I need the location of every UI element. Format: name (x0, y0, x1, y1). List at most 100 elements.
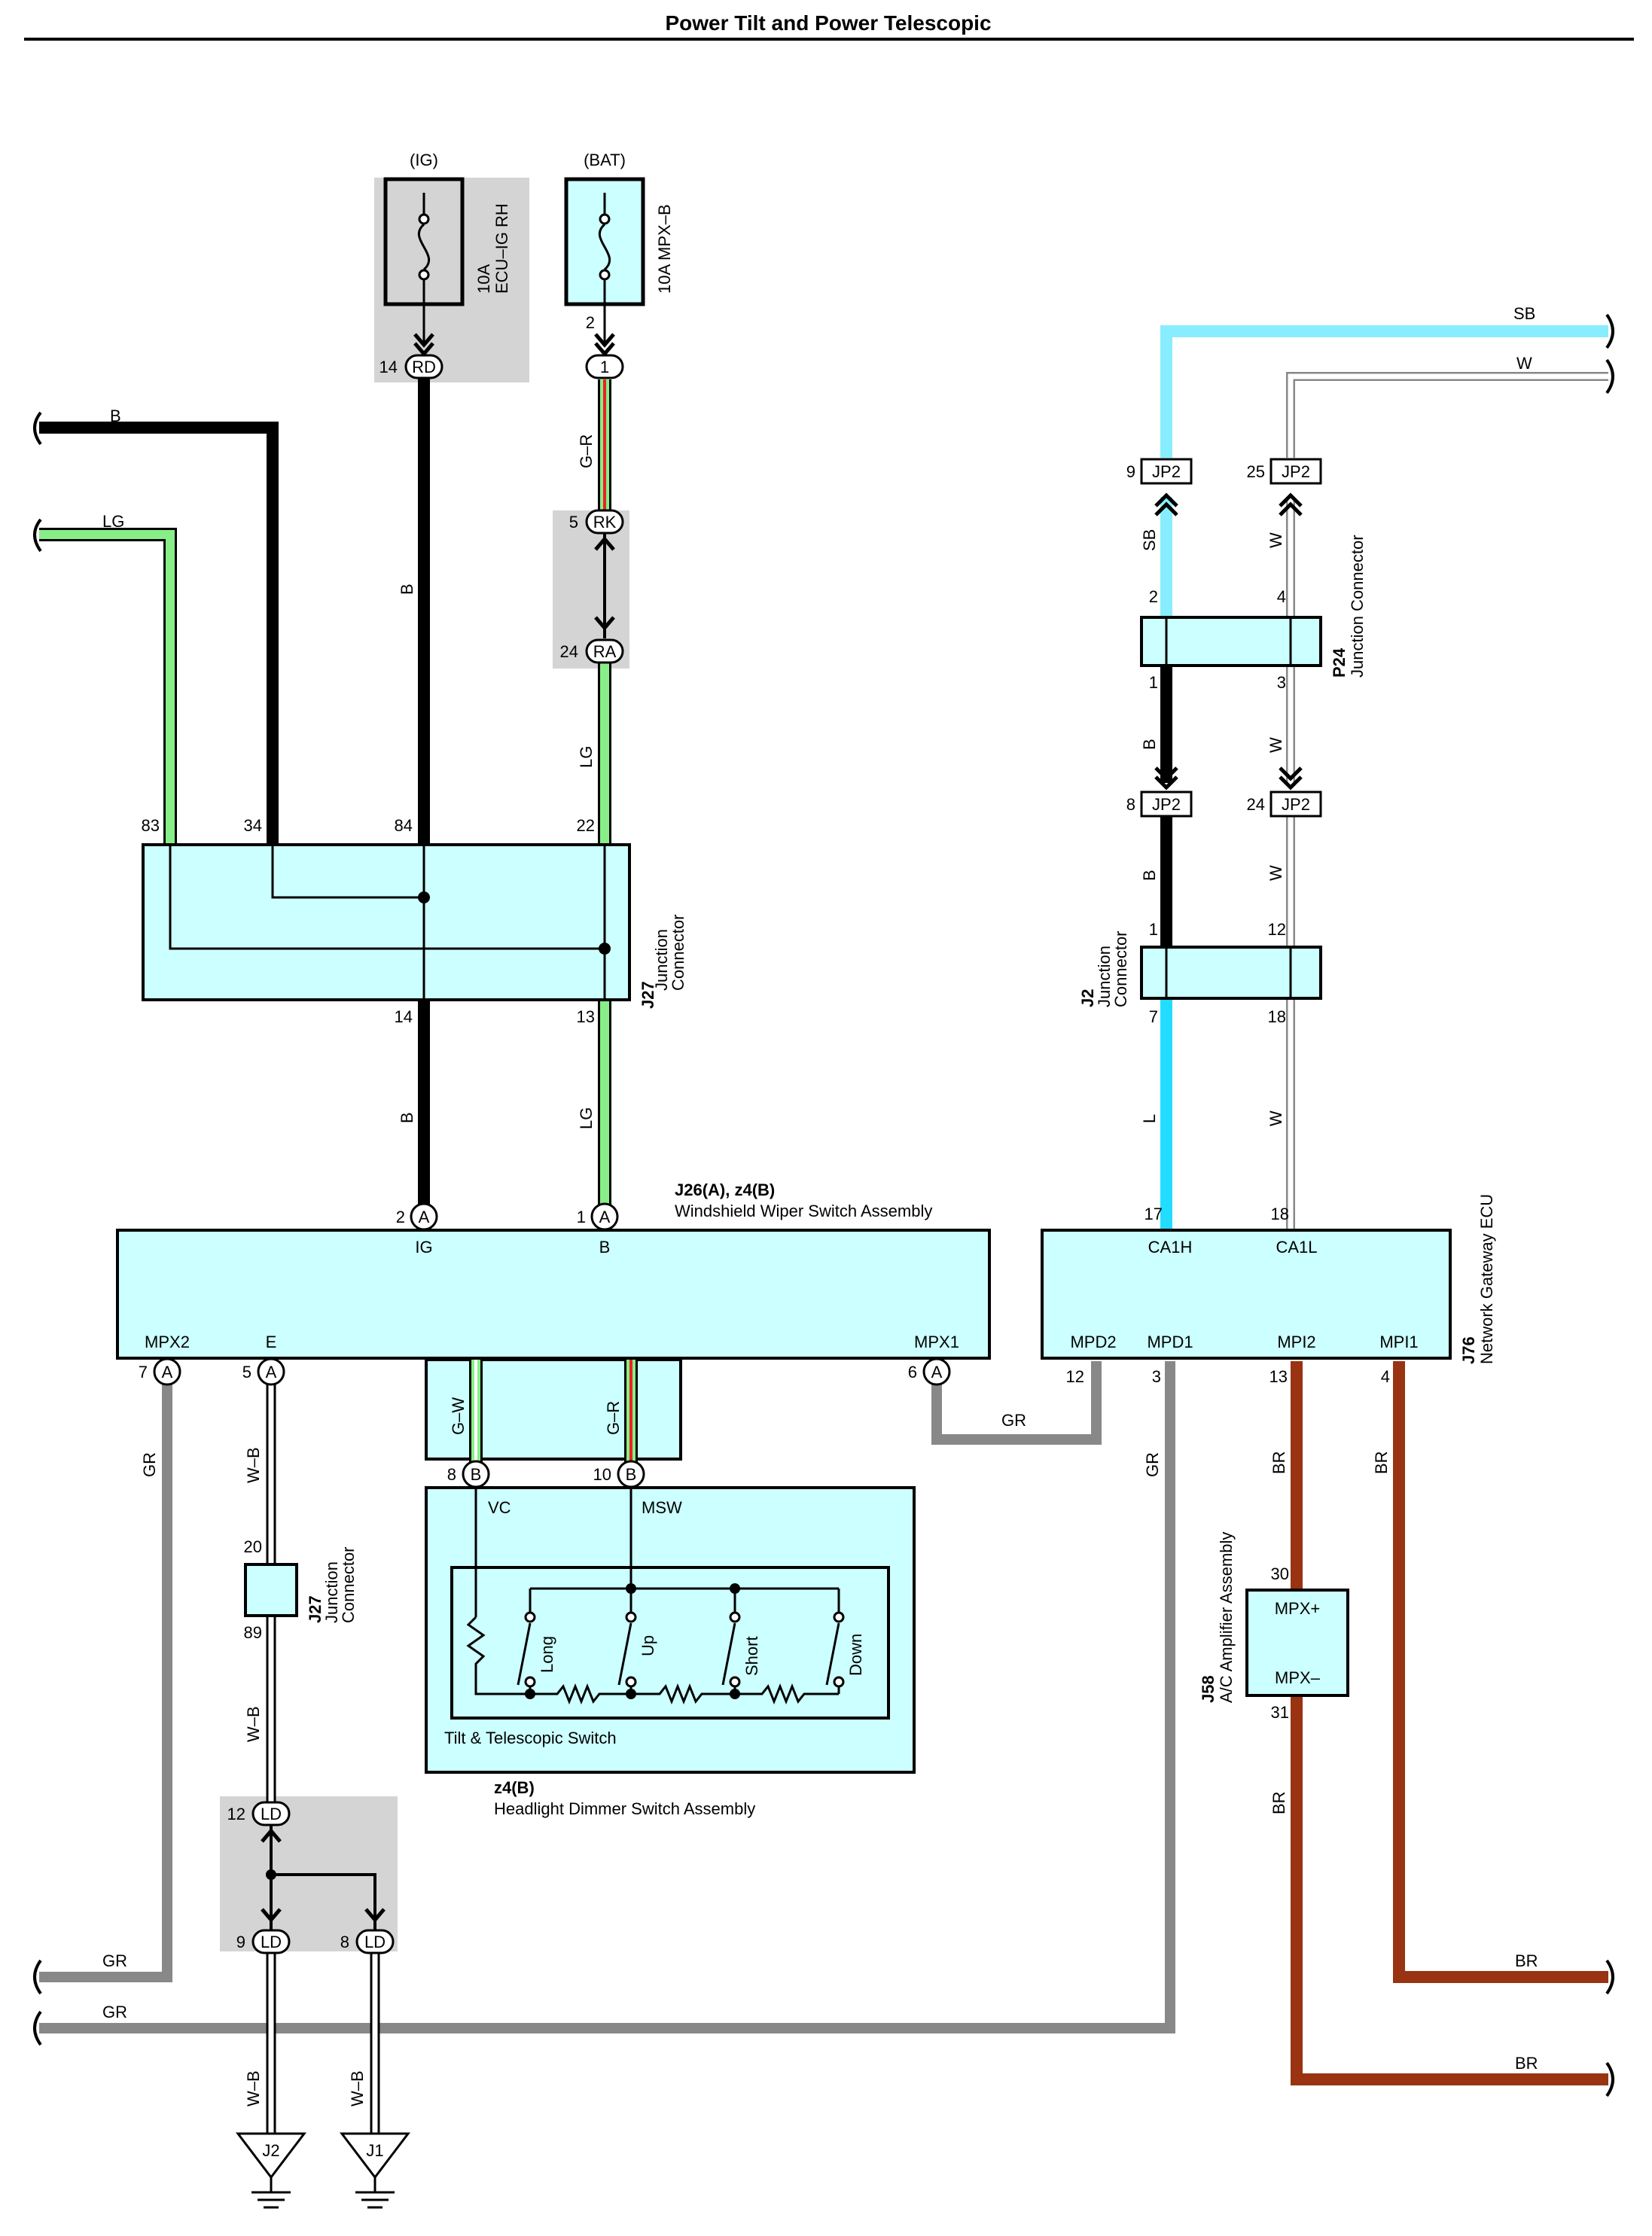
ground-j2 (235, 2132, 307, 2209)
gateway-pin-17: 17 (1145, 1205, 1163, 1223)
gateway-name: Network Gateway ECU (1477, 1194, 1496, 1364)
p24-pin-3: 3 (1277, 673, 1286, 692)
j27-pin-22: 22 (577, 816, 595, 835)
wire-gr-mpd1 (39, 1361, 1175, 2033)
connector-jp2-8-label: JP2 (1152, 795, 1181, 814)
wire-label-gr-mpx2: GR (140, 1452, 159, 1477)
j27-top-name-2: Connector (669, 914, 687, 991)
connector-jp2-9-label: JP2 (1152, 462, 1181, 481)
terminal-mpx2: MPX2 (145, 1333, 190, 1351)
connector-a-mpx1-letter: A (931, 1363, 943, 1382)
j27-bottom-name-1: Junction (322, 1561, 341, 1623)
wire-label-gr-out1: GR (102, 1951, 127, 1970)
wire-label-br-j58: BR (1269, 1791, 1288, 1814)
wire-label-b-j2: B (1140, 870, 1159, 881)
wiper-pin-vc: 8 (447, 1465, 456, 1484)
j27-pin-84: 84 (395, 816, 413, 835)
wire-br-j58 (1291, 1695, 1608, 2085)
network-gateway-ecu (1041, 1229, 1452, 1360)
j27-bottom-pin-20: 20 (244, 1537, 262, 1556)
wire-label-sb-top: SB (1513, 304, 1535, 323)
wire-label-wb-j27: W–B (244, 1706, 263, 1742)
wire-break-left (33, 411, 42, 2046)
j27-top-name-1: Junction (652, 929, 671, 991)
wire-label-w-j2: W (1266, 865, 1285, 881)
j2-pin-12: 12 (1268, 920, 1286, 939)
ground-j2-label: J2 (262, 2141, 279, 2160)
terminal-mpi2: MPI2 (1277, 1333, 1315, 1351)
wire-label-b-14: B (398, 1112, 416, 1123)
fuse-symbol-mpx-b (598, 193, 611, 304)
ground-j1 (339, 2132, 411, 2209)
connector-bat1 (585, 354, 624, 379)
gateway-pin-13: 13 (1269, 1367, 1288, 1386)
ac-amp-name: A/C Amplifier Assembly (1217, 1532, 1236, 1703)
connector-ld-12-pin: 12 (227, 1805, 245, 1823)
wire-w-top (1286, 372, 1608, 458)
wire-label-lg-top: LG (102, 512, 124, 531)
connector-bat1-label: 1 (600, 358, 609, 376)
gateway-pin-4: 4 (1381, 1367, 1390, 1386)
wiper-pin-b: 1 (577, 1208, 586, 1226)
tilt-msw-label: MSW (642, 1498, 682, 1517)
wiper-pin-e: 5 (242, 1363, 251, 1382)
tilt-switch-name: Tilt & Telescopic Switch (444, 1729, 617, 1747)
wiper-switch-name: Windshield Wiper Switch Assembly (675, 1202, 932, 1220)
j27-junction-bottom (244, 1563, 298, 1617)
connector-bat1-pin: 2 (586, 313, 595, 332)
wire-lg-top (39, 528, 177, 845)
dimmer-switch-assembly (425, 1486, 916, 1774)
connector-jp2-24-pin: 24 (1247, 795, 1265, 814)
connector-jp2-24-label: JP2 (1282, 795, 1310, 814)
j27-top-id: J27 (639, 981, 657, 1009)
connector-b-vc-letter: B (471, 1465, 482, 1484)
p24-pin-2: 2 (1149, 587, 1158, 606)
j27-bottom-name-2: Connector (339, 1546, 358, 1623)
wire-label-gr-bat: G–R (577, 434, 596, 468)
wiper-pin-msw: 10 (593, 1465, 611, 1484)
switch-up-label: Up (639, 1635, 657, 1656)
connector-rd-pin: 14 (379, 358, 398, 376)
connector-rk-label: RK (593, 513, 617, 532)
wire-label-wb-e: W–B (244, 1447, 263, 1483)
ecu-ig-fuse-block (374, 178, 529, 382)
gateway-pin-3: 3 (1152, 1367, 1161, 1386)
j2-name-2: Connector (1111, 931, 1130, 1007)
terminal-ca1l: CA1L (1276, 1238, 1317, 1257)
p24-id: P24 (1330, 647, 1349, 678)
ac-amplifier (1245, 1589, 1349, 1697)
wire-label-lg-13: LG (577, 1107, 596, 1129)
wire-break-right (1605, 313, 1614, 2097)
ac-amp-id: J58 (1199, 1675, 1218, 1703)
wire-label-gr-mpx1: GR (1001, 1411, 1026, 1430)
wire-b-top (39, 422, 279, 845)
terminal-mpd1: MPD1 (1147, 1333, 1193, 1351)
connector-ld-8 (355, 1929, 395, 1954)
connector-jp2-25 (1269, 458, 1322, 485)
connector-a-mpx2-letter: A (162, 1363, 173, 1382)
fuse-name-ecu-ig: ECU–IG RH (492, 203, 511, 294)
wiper-pin-mpx1: 6 (908, 1363, 917, 1382)
connector-ld-12-label: LD (261, 1805, 282, 1823)
terminal-e: E (266, 1333, 277, 1351)
wire-label-gr-out2: GR (102, 2003, 127, 2021)
wiper-switch-assembly (116, 1229, 991, 1360)
wire-label-br-mpi1: BR (1372, 1451, 1391, 1474)
connector-jp2-9-pin: 9 (1126, 462, 1135, 481)
j2-pin-1: 1 (1149, 920, 1158, 939)
connector-jp2-25-pin: 25 (1247, 462, 1265, 481)
wire-label-w-j2b: W (1266, 1110, 1285, 1126)
tilt-vc-label: VC (488, 1498, 511, 1517)
terminal-mpi1: MPI1 (1379, 1333, 1418, 1351)
wire-label-l-j2: L (1140, 1114, 1159, 1123)
j27-internal-lines (169, 845, 606, 1000)
connector-a-ig-letter: A (419, 1208, 430, 1226)
wire-label-w-p24: W (1266, 737, 1285, 753)
gateway-pin-12: 12 (1066, 1367, 1084, 1386)
wire-label-w-jp2: W (1266, 532, 1285, 548)
connector-a-b (590, 1202, 619, 1231)
wire-label-br-mpi2: BR (1269, 1451, 1288, 1474)
dimmer-name: Headlight Dimmer Switch Assembly (494, 1799, 755, 1818)
wiper-pin-ig: 2 (396, 1208, 405, 1226)
switch-short-label: Short (742, 1636, 761, 1676)
